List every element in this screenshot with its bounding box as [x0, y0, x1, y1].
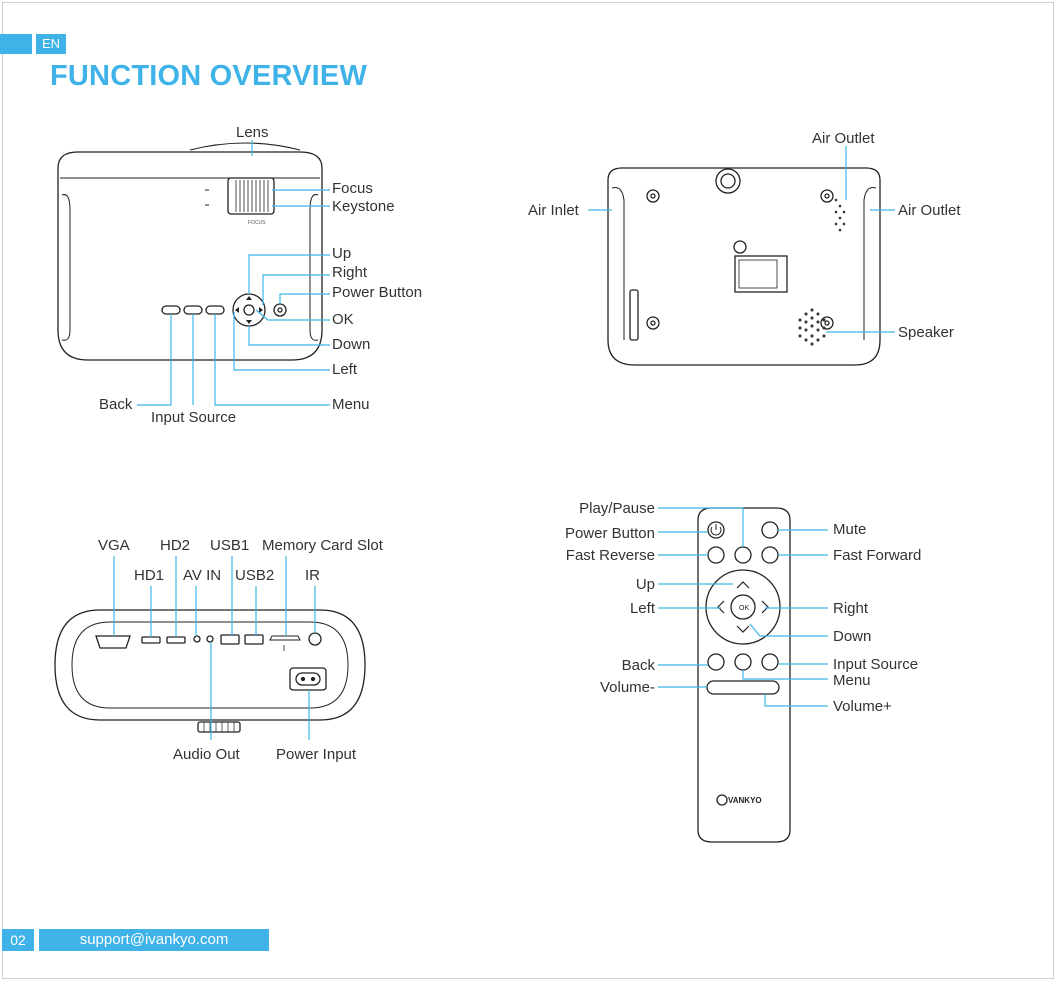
label-remote-menu: Menu	[833, 672, 871, 689]
label-down: Down	[332, 336, 371, 353]
label-volume-minus: Volume-	[599, 679, 655, 696]
language-tag: EN	[36, 34, 66, 54]
label-air-outlet-top: Air Outlet	[812, 130, 875, 147]
label-audio-out: Audio Out	[173, 746, 240, 763]
page-number: 02	[2, 929, 34, 951]
projector-rear-view	[54, 609, 366, 733]
projector-bottom-view	[607, 167, 881, 366]
label-keystone: Keystone	[332, 198, 395, 215]
label-play-pause: Play/Pause	[579, 500, 655, 517]
label-remote-back: Back	[621, 657, 655, 674]
label-volume-plus: Volume+	[833, 698, 892, 715]
label-remote-left: Left	[629, 600, 655, 617]
label-right: Right	[332, 264, 368, 281]
bottom-view-leader-lines	[588, 146, 895, 333]
label-menu: Menu	[332, 396, 370, 413]
label-fast-reverse: Fast Reverse	[565, 547, 655, 564]
label-air-outlet-side: Air Outlet	[898, 202, 961, 219]
label-remote-right: Right	[833, 600, 869, 617]
label-up: Up	[332, 245, 352, 262]
label-vga: VGA	[98, 537, 130, 554]
label-remote-up: Up	[635, 576, 655, 593]
label-power-input: Power Input	[276, 746, 357, 763]
label-left: Left	[332, 361, 358, 378]
label-air-inlet: Air Inlet	[528, 202, 579, 219]
label-remote-input-source: Input Source	[833, 656, 919, 673]
label-power-button: Power Button	[332, 284, 423, 301]
label-hd1: HD1	[134, 567, 165, 584]
label-memory-card-slot: Memory Card Slot	[262, 537, 383, 554]
label-input-source: Input Source	[151, 409, 237, 426]
top-view-leader-lines	[137, 140, 330, 406]
label-mute: Mute	[833, 521, 867, 538]
label-remote-power-button: Power Button	[564, 525, 655, 542]
rear-view-leader-lines	[113, 556, 316, 740]
label-hd2: HD2	[160, 537, 191, 554]
label-lens: Lens	[236, 124, 269, 141]
label-back: Back	[99, 396, 133, 413]
label-ok: OK	[332, 311, 354, 328]
remote-glyphs: OK VANKYO	[728, 605, 762, 805]
label-av-in: AV IN	[183, 567, 222, 584]
brand-logo-text: VANKYO	[728, 796, 762, 805]
label-usb2: USB2	[235, 567, 275, 584]
remote-control	[697, 507, 791, 843]
label-fast-forward: Fast Forward	[833, 547, 922, 564]
label-speaker: Speaker	[898, 324, 954, 341]
language-accent-bar	[0, 34, 32, 54]
label-ir: IR	[305, 567, 320, 584]
ok-glyph: OK	[739, 605, 749, 612]
support-email[interactable]: support@ivankyo.com	[39, 929, 269, 951]
label-remote-down: Down	[833, 628, 872, 645]
page-title: FUNCTION OVERVIEW	[50, 60, 368, 92]
remote-leader-lines	[658, 507, 828, 707]
svg-text:FOCUS: FOCUS	[248, 220, 266, 226]
label-focus: Focus	[332, 180, 373, 197]
projector-top-view: FOCUS	[57, 142, 323, 361]
label-usb1: USB1	[210, 537, 250, 554]
